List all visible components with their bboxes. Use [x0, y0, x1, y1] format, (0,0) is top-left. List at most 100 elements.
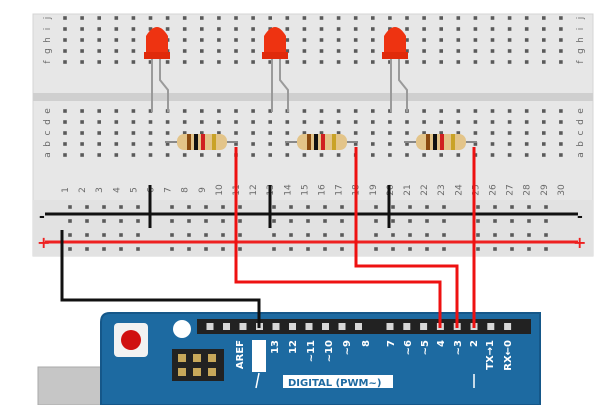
column-number: 12 [249, 184, 259, 195]
column-number: 1 [61, 187, 71, 193]
header-label: ~9 [342, 340, 353, 355]
led-3 [382, 27, 408, 112]
header-pin [386, 323, 394, 330]
row-letter-top: f [576, 60, 586, 64]
rail-plus-right: + [573, 233, 586, 252]
row-letter-bottom: a [576, 152, 586, 158]
icsp-pins [178, 354, 216, 376]
column-number: 28 [523, 184, 533, 196]
rail-plus-left: + [37, 233, 50, 252]
header-pin [239, 323, 247, 330]
header-pin [322, 323, 329, 330]
header-pin [403, 323, 411, 330]
header-label: GND [254, 340, 265, 365]
wire-pin-3 [354, 147, 459, 328]
row-letter-top: h [43, 37, 53, 43]
breadboard-center-channel [33, 93, 593, 101]
row-letter-top: f [43, 60, 53, 64]
column-number: 7 [164, 187, 174, 193]
row-letter-top: j [43, 17, 53, 21]
header-label: 2 [469, 340, 480, 347]
row-letter-bottom: a [43, 152, 53, 158]
row-letter-bottom: c [576, 130, 586, 135]
row-letter-bottom: b [576, 141, 586, 147]
led-2 [262, 27, 289, 112]
header-pin [289, 323, 296, 330]
row-letter-bottom: b [43, 141, 53, 147]
header-pin [272, 323, 280, 330]
arduino-pcb [100, 312, 541, 405]
row-letter-bottom: e [576, 108, 586, 114]
column-number: 17 [335, 184, 345, 195]
column-number: 23 [437, 184, 447, 195]
header-label: 12 [288, 340, 299, 354]
column-number: 4 [112, 187, 122, 193]
usb-connector [37, 366, 109, 405]
column-number: 30 [557, 184, 567, 196]
column-number: 27 [506, 184, 516, 195]
header-pin [305, 323, 313, 330]
header-pin [420, 323, 428, 330]
digital-banner: DIGITAL (PWM~) [288, 378, 381, 389]
column-number: 5 [129, 187, 139, 193]
header-pin [487, 323, 495, 330]
row-letter-top: i [43, 28, 53, 31]
column-number: 29 [540, 184, 550, 196]
row-letter-bottom: d [576, 119, 586, 125]
header-label: ~11 [306, 340, 317, 362]
column-number: 16 [318, 184, 328, 196]
reset-button [121, 330, 141, 350]
breadboard-holes [63, 16, 563, 251]
column-number: 24 [454, 184, 464, 196]
row-letter-top: g [43, 48, 53, 54]
row-letter-top: g [576, 48, 586, 54]
rail-minus-left: - [39, 209, 45, 225]
header-pin [206, 323, 214, 330]
rail-minus-right: - [577, 209, 583, 225]
row-letter-bottom: e [43, 108, 53, 114]
header-pin [355, 323, 362, 330]
column-number: 26 [489, 184, 499, 196]
header-label: 13 [270, 340, 281, 354]
column-number: 8 [181, 187, 191, 193]
header-label: 8 [361, 340, 372, 347]
row-letter-bottom: d [43, 119, 53, 125]
header-label: RX←0 [503, 340, 514, 371]
header-label: TX→1 [485, 340, 496, 370]
header-label: ~10 [324, 340, 335, 362]
resistor-2 [285, 134, 358, 150]
column-number: 14 [283, 184, 293, 196]
column-number: 9 [198, 187, 208, 193]
header-label: ~6 [403, 340, 414, 355]
wire-pin-4 [234, 147, 442, 328]
column-number: 19 [369, 184, 379, 196]
row-letter-top: j [576, 17, 586, 21]
icsp-header [172, 349, 224, 381]
resistor-1 [165, 134, 238, 150]
column-number: 22 [420, 184, 430, 195]
resistor-3 [404, 134, 477, 150]
column-number: 10 [215, 184, 225, 196]
digital-header [197, 319, 531, 334]
header-pin [338, 323, 346, 330]
column-number: 20 [386, 184, 396, 196]
row-letter-top: i [576, 28, 586, 31]
column-number: 15 [300, 184, 310, 195]
header-label: 4 [436, 340, 447, 347]
wire-ground-to-arduino [60, 230, 261, 328]
power-rail-area [33, 200, 593, 256]
header-pin [504, 323, 512, 330]
column-number: 21 [403, 184, 413, 195]
mounting-hole [173, 320, 191, 338]
led-1 [144, 27, 170, 112]
header-label: AREF [235, 340, 246, 369]
row-letter-bottom: c [43, 130, 53, 135]
column-number: 2 [78, 187, 88, 193]
row-letter-top: h [576, 37, 586, 43]
header-label: 7 [386, 340, 397, 347]
column-number: 25 [471, 184, 481, 195]
digital-banner-bg [283, 375, 393, 388]
